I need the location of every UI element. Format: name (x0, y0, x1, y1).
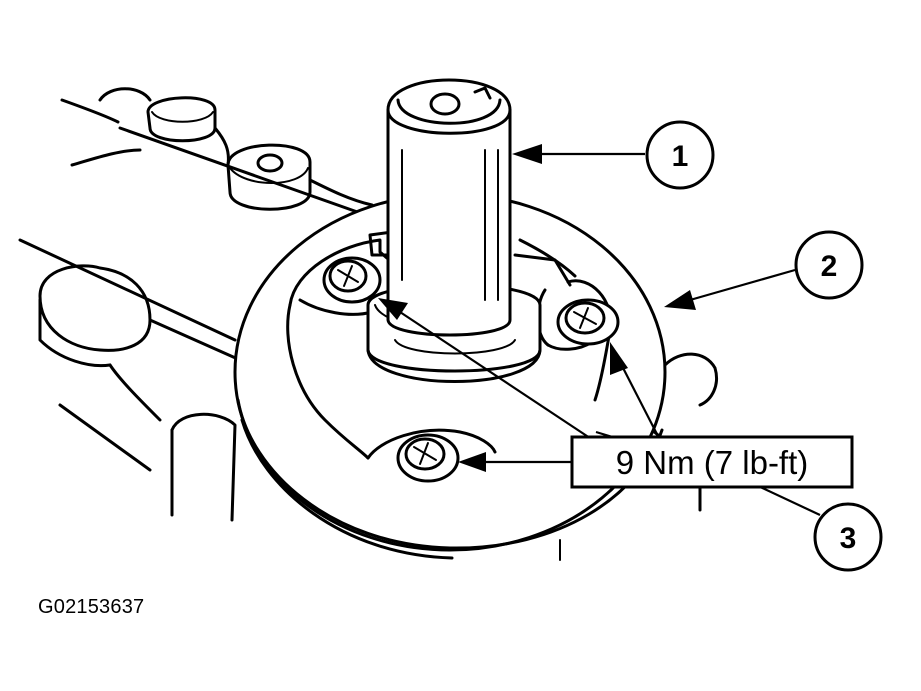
torque-spec-label: 9 Nm (7 lb-ft) (616, 444, 809, 481)
callout-2-label: 2 (821, 250, 838, 283)
torque-spec-box (570, 435, 854, 489)
bolt-top-left (322, 256, 382, 304)
callout-3: 3 (813, 502, 883, 572)
torque-spec: 9 Nm (7 lb-ft) (570, 435, 854, 489)
callout-3-label: 3 (840, 522, 857, 555)
bolt-right (556, 298, 620, 346)
shaft (366, 78, 542, 383)
figure-id: G02153637 (38, 596, 145, 618)
callout-1: 1 (645, 120, 715, 190)
bolt-bottom (396, 433, 460, 483)
callout-1-label: 1 (672, 140, 689, 173)
callout-2: 2 (794, 230, 864, 300)
